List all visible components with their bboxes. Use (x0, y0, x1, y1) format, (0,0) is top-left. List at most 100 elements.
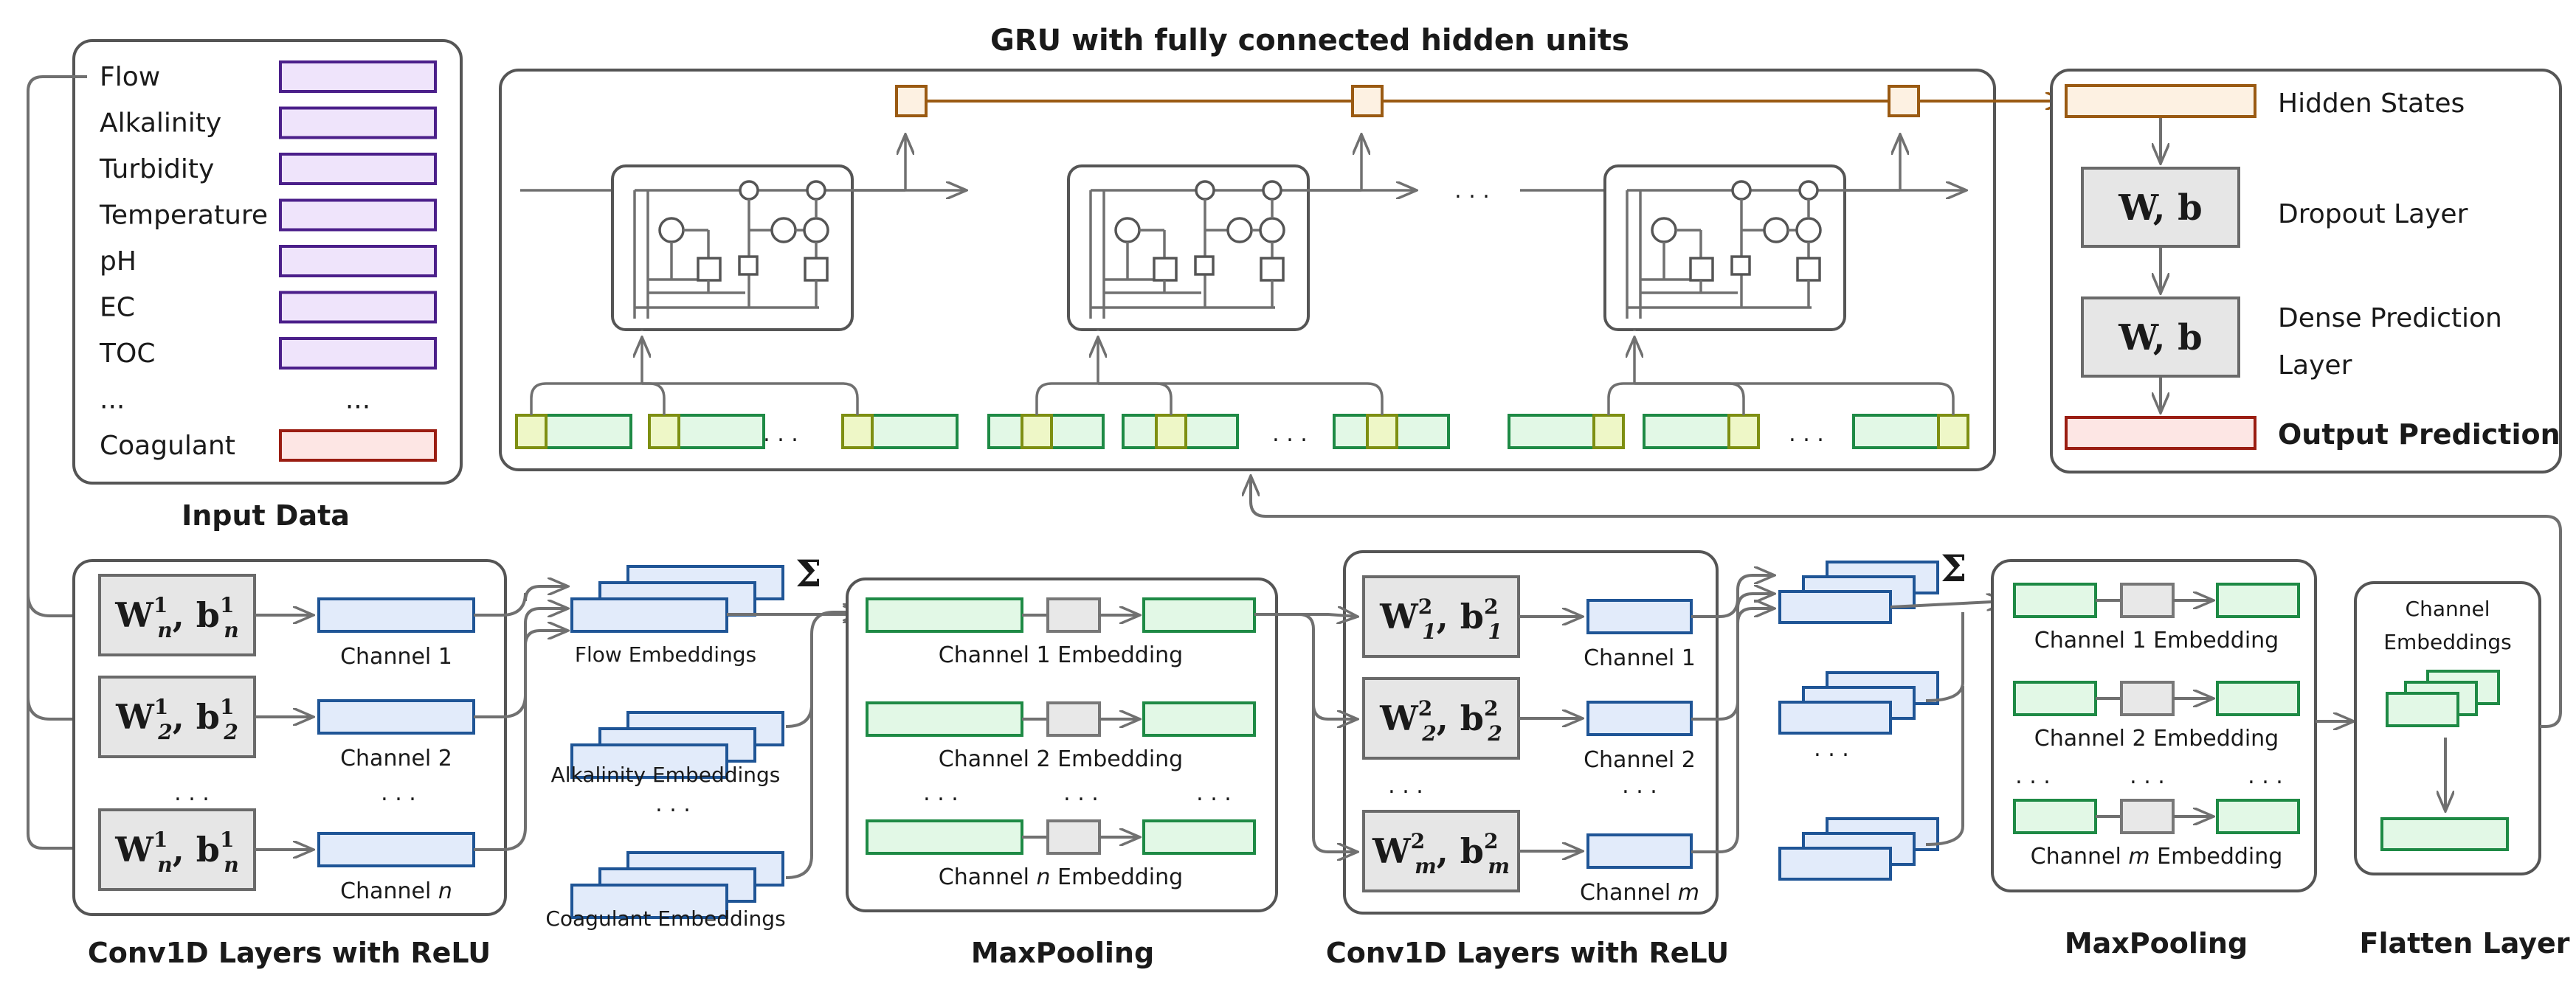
gru-gate-circle-small (739, 180, 759, 201)
diagram-title: GRU with fully connected hidden units (990, 24, 1629, 58)
maxpool1-dots: . . . (1196, 780, 1232, 806)
conv2-channel-output (1586, 833, 1693, 869)
conv1-weights-box (98, 808, 256, 891)
embedding-stack (570, 597, 728, 633)
flatten-panel: Channel Embeddings Flatten Layer (2354, 581, 2570, 960)
embedding-stack (570, 743, 728, 779)
maxpool2-output-embedding (2216, 799, 2300, 834)
gru-input-slice (1727, 414, 1760, 449)
gru-input-slice (1592, 414, 1625, 449)
hidden-state-node (1351, 85, 1384, 117)
maxpool2-dots: . . . (2248, 763, 2283, 789)
embedding-label: Alkalinity Embeddings (551, 763, 781, 787)
maxpool2-input-embedding (2013, 681, 2097, 716)
input-feature-label: pH (100, 246, 137, 277)
input-feature-box (279, 245, 437, 277)
gru-gate-circle (1763, 217, 1789, 243)
gru-input-slice (1937, 414, 1969, 449)
maxpool2-row-label: Channel 1 Embedding (2034, 628, 2279, 653)
maxpool2-label: MaxPooling (2065, 927, 2248, 960)
gru-panel: . . .. . .. . . . . . (499, 69, 2066, 471)
output-prediction-label: Output Prediction (2278, 418, 2561, 451)
hidden-states-box (2065, 84, 2256, 118)
embedding2-stack (1778, 590, 1892, 624)
gru-gate-circle-small (1195, 180, 1215, 201)
conv2-label: Conv1D Layers with ReLU (1326, 937, 1729, 969)
input-feature-label: Flow (100, 62, 160, 92)
gru-gate-square (1689, 257, 1714, 282)
conv1-channel-output (317, 597, 475, 633)
input-feature-box (279, 153, 437, 185)
conv1-channel-output (317, 832, 475, 867)
maxpool2-dots: . . . (2015, 763, 2051, 789)
maxpool1-output-embedding (1142, 819, 1256, 855)
maxpool1-row-label: Channel 1 Embedding (939, 642, 1183, 668)
dropout-wb: W, b (2118, 187, 2202, 229)
input-feature-box (279, 337, 437, 370)
conv2-dots-right: . . . (1622, 773, 1657, 799)
conv1-weights-box (98, 676, 256, 758)
gru-cell (1603, 164, 1846, 331)
gru-gate-square-small (1730, 255, 1751, 276)
conv1-dots-left: . . . (174, 780, 210, 806)
gru-cell (611, 164, 854, 331)
embedding2-stack (1778, 701, 1892, 735)
embedding-label: Coagulant Embeddings (545, 906, 785, 931)
conv2-channel-label: Channel m (1580, 880, 1699, 906)
conv1-channel-label: Channel n (340, 878, 452, 904)
conv2-channel-output (1586, 701, 1693, 736)
dense-label-1: Dense Prediction (2278, 303, 2502, 333)
gru-gate-circle (658, 217, 685, 243)
output-prediction-box (2065, 416, 2256, 450)
flattened-vector (2380, 817, 2509, 851)
gru-input-slice (1155, 414, 1187, 449)
gru-input-slice (1021, 414, 1053, 449)
flatten-stack (2386, 670, 2500, 727)
gru-gate-square-small (738, 255, 759, 276)
gru-gate-circle (770, 217, 797, 243)
maxpool1-pool-op (1046, 701, 1101, 737)
gru-input-dots: . . . (763, 421, 798, 447)
input-feature-box (279, 291, 437, 324)
input-feed-lines (27, 75, 100, 848)
conv2-dots-left: . . . (1388, 773, 1423, 799)
maxpool2-input-embedding (2013, 799, 2097, 834)
gru-gate-circle (1114, 217, 1141, 243)
maxpool1-dots: . . . (923, 780, 959, 806)
gru-gate-square (697, 257, 722, 282)
input-feature-box (279, 198, 437, 232)
conv2-channel-label: Channel 1 (1584, 645, 1696, 671)
conv1-channel-label: Channel 1 (340, 644, 452, 670)
dense-wb: W, b (2118, 317, 2202, 358)
flatten-inner-label-2: Embeddings (2383, 630, 2511, 654)
dense-label-2: Layer (2278, 350, 2352, 381)
gru-input-slice (841, 414, 874, 449)
gru-gate-square (1260, 257, 1285, 282)
input-feature-label: ... (100, 385, 125, 415)
gru-input-slice (1366, 414, 1398, 449)
maxpool1-output-embedding (1142, 597, 1256, 633)
maxpool1-output-embedding (1142, 701, 1256, 737)
input-data-panel: FlowAlkalinityTurbidityTemperaturepHECTO… (72, 39, 463, 532)
conv1-channel-label: Channel 2 (340, 746, 452, 771)
embedding2-stack (1778, 847, 1892, 881)
maxpool1-row-label: Channel 2 Embedding (939, 746, 1183, 772)
conv2-channel-output (1586, 599, 1693, 634)
maxpool1-pool-op (1046, 819, 1101, 855)
maxpool1-dots: . . . (1063, 780, 1099, 806)
gru-input-slice (648, 414, 680, 449)
gru-gate-circle-small (806, 180, 826, 201)
input-feature-label: Turbidity (99, 154, 214, 184)
embeddings2-group: Σ . . . (1778, 547, 2007, 881)
maxpool1-input-embedding (866, 819, 1023, 855)
conv2-channel-label: Channel 2 (1584, 747, 1696, 773)
input-feature-box (279, 60, 437, 93)
